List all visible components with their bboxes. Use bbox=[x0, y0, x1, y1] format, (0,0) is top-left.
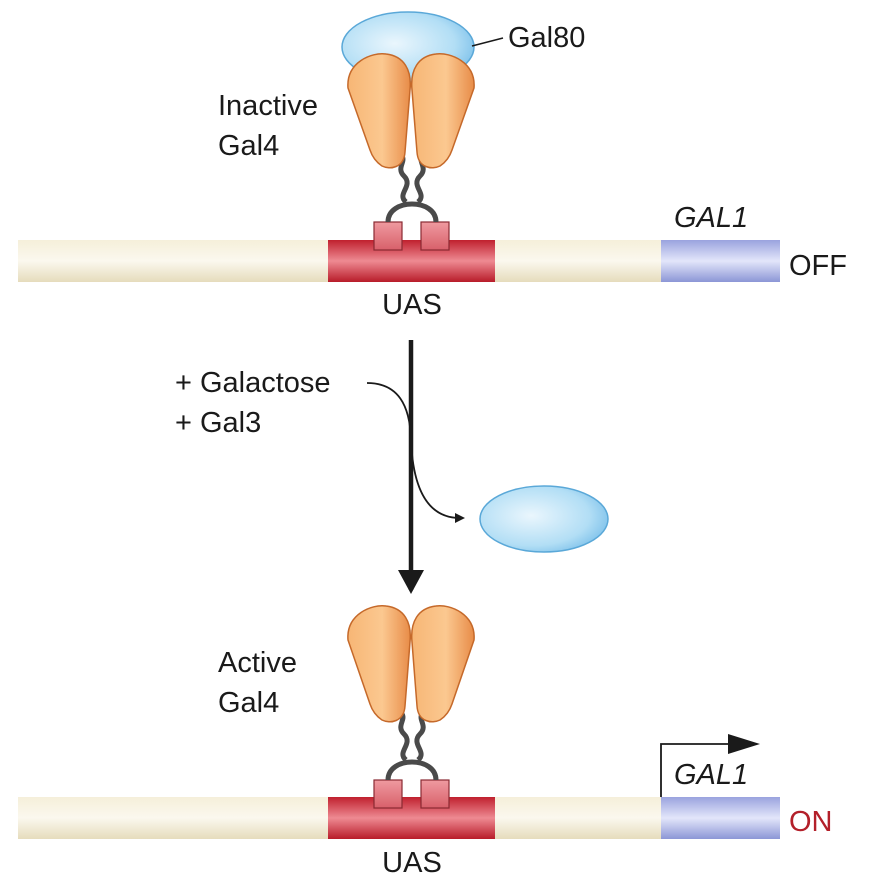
top-uas-label: UAS bbox=[382, 289, 442, 321]
bottom-panel: Active Gal4 GAL1 ON UAS bbox=[18, 605, 833, 879]
gal3-condition: + Gal3 bbox=[175, 407, 261, 439]
transcription-start-arrow bbox=[660, 743, 735, 797]
top-state-label: OFF bbox=[789, 250, 847, 282]
released-gal80-protein bbox=[479, 485, 609, 553]
bottom-gene-label: GAL1 bbox=[674, 759, 748, 791]
gal80-label: Gal80 bbox=[508, 22, 585, 54]
bottom-linker-twist-right bbox=[414, 712, 426, 762]
top-gal4-subunit-right bbox=[410, 53, 475, 169]
galactose-condition: + Galactose bbox=[175, 367, 331, 399]
active-gal4-label: Gal4 bbox=[218, 687, 279, 719]
transition-panel: + Galactose + Gal3 bbox=[175, 340, 609, 594]
bottom-gal4-subunit-left bbox=[347, 605, 412, 723]
active-label: Active bbox=[218, 647, 297, 679]
bottom-state-label: ON bbox=[789, 806, 833, 838]
bottom-gal4-subunit-right bbox=[410, 605, 475, 723]
top-uas-region bbox=[328, 240, 495, 282]
top-binding-box-left bbox=[373, 221, 403, 251]
bottom-binding-box-left bbox=[373, 779, 403, 809]
transcription-arrow-head bbox=[728, 734, 760, 754]
top-binding-box-right bbox=[420, 221, 450, 251]
top-gal4-subunit-left bbox=[347, 53, 412, 169]
bottom-uas-region bbox=[328, 797, 495, 839]
bottom-binding-box-right bbox=[420, 779, 450, 809]
top-linker bbox=[385, 201, 439, 223]
transition-arrow-head bbox=[398, 570, 424, 594]
inactive-label: Inactive bbox=[218, 90, 318, 122]
gal80-leader-line bbox=[471, 37, 504, 47]
inactive-gal4-label: Gal4 bbox=[218, 130, 279, 162]
top-gene-label: GAL1 bbox=[674, 202, 748, 234]
bottom-gene-region bbox=[661, 797, 780, 839]
bottom-linker bbox=[385, 759, 439, 781]
bottom-uas-label: UAS bbox=[382, 847, 442, 879]
top-gene-region bbox=[661, 240, 780, 282]
gal80-release-arrow bbox=[366, 382, 465, 523]
top-panel: Gal80 Inactive Gal4 GAL1 OFF UAS bbox=[18, 11, 847, 321]
bottom-linker-twist-left bbox=[398, 712, 410, 762]
